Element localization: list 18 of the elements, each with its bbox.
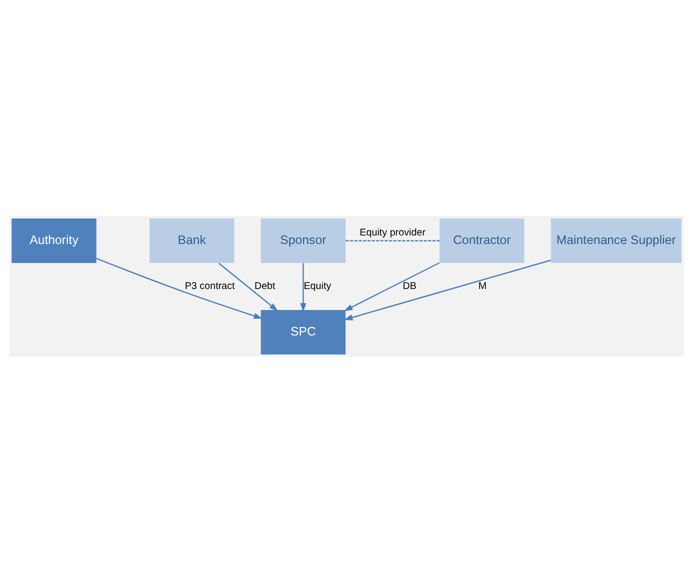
edge-label: P3 contract xyxy=(184,280,235,292)
arrow xyxy=(218,262,278,311)
node-box: Bank xyxy=(150,218,234,262)
edge-label: Equity provider xyxy=(360,227,426,238)
node-box: Maintenance Supplier xyxy=(550,218,682,262)
edge-label: Equity xyxy=(304,280,332,292)
edge-label: DB xyxy=(402,280,416,292)
connector xyxy=(346,240,440,241)
arrow xyxy=(300,262,306,312)
node-box: Authority xyxy=(12,218,96,262)
arrow xyxy=(96,257,262,318)
edge-label: Debt xyxy=(254,280,276,292)
node-box: Sponsor xyxy=(260,218,346,262)
node-box: Contractor xyxy=(440,218,524,262)
arrow xyxy=(344,259,551,320)
edge-label: M xyxy=(478,280,487,292)
arrow xyxy=(344,262,440,311)
node-box: SPC xyxy=(260,310,346,354)
